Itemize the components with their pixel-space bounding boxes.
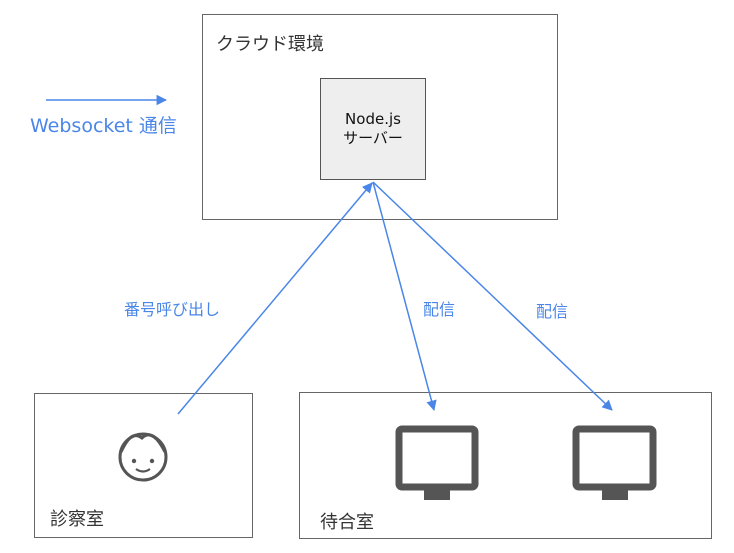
monitor-icon xyxy=(572,425,657,500)
waiting-room-box xyxy=(299,392,712,539)
deliver-edge-label-1: 配信 xyxy=(423,300,456,319)
server-label-line2: サーバー xyxy=(343,129,403,147)
call-edge-label: 番号呼び出し xyxy=(124,300,221,319)
call-arrow xyxy=(177,182,373,415)
deliver-edge-label-2: 配信 xyxy=(536,302,569,321)
server-box xyxy=(320,78,426,180)
exam-room-box xyxy=(34,393,253,538)
monitor-icon xyxy=(395,425,479,500)
cloud-environment-label: クラウド環境 xyxy=(216,34,324,55)
deliver-arrow-2 xyxy=(372,181,613,411)
exam-room-label: 診察室 xyxy=(50,509,104,530)
server-label-line1: Node.js xyxy=(345,110,401,128)
legend-label: Websocket 通信 xyxy=(30,115,177,137)
waiting-room-label: 待合室 xyxy=(320,512,374,533)
deliver-arrow-1 xyxy=(372,181,437,412)
server-label: Node.js サーバー xyxy=(320,78,426,180)
face-icon xyxy=(118,432,168,482)
